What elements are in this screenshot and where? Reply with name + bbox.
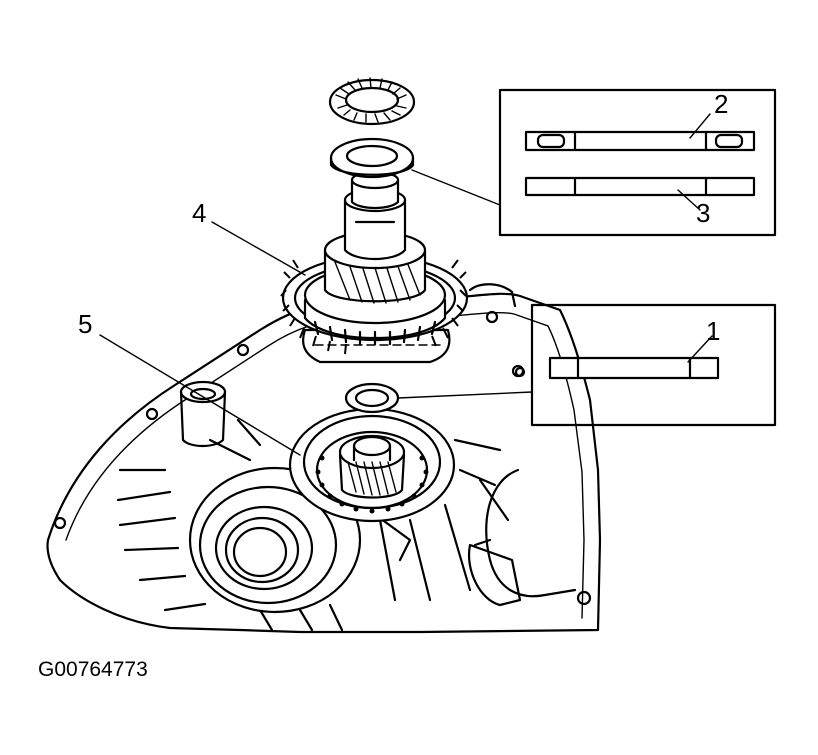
leader-4	[211, 221, 306, 276]
callout-4: 4	[192, 198, 206, 228]
output-gear-assembly	[280, 170, 469, 364]
shim-ring-upper	[329, 137, 415, 179]
callout-2: 2	[714, 89, 728, 119]
differential-gear	[288, 407, 456, 523]
ring-teeth	[280, 259, 467, 355]
ring-teeth-dots	[315, 455, 429, 514]
callout-3: 3	[696, 198, 710, 228]
transaxle-case	[46, 283, 602, 634]
callout-5: 5	[78, 309, 92, 339]
callout-1: 1	[706, 316, 720, 346]
leader-5	[99, 334, 301, 456]
thrust-bearing	[328, 77, 416, 126]
detail-box-upper	[411, 88, 777, 237]
spacer-ring-lower	[344, 382, 400, 414]
figure-code: G00764773	[38, 658, 148, 681]
detail-box-lower	[397, 303, 777, 427]
